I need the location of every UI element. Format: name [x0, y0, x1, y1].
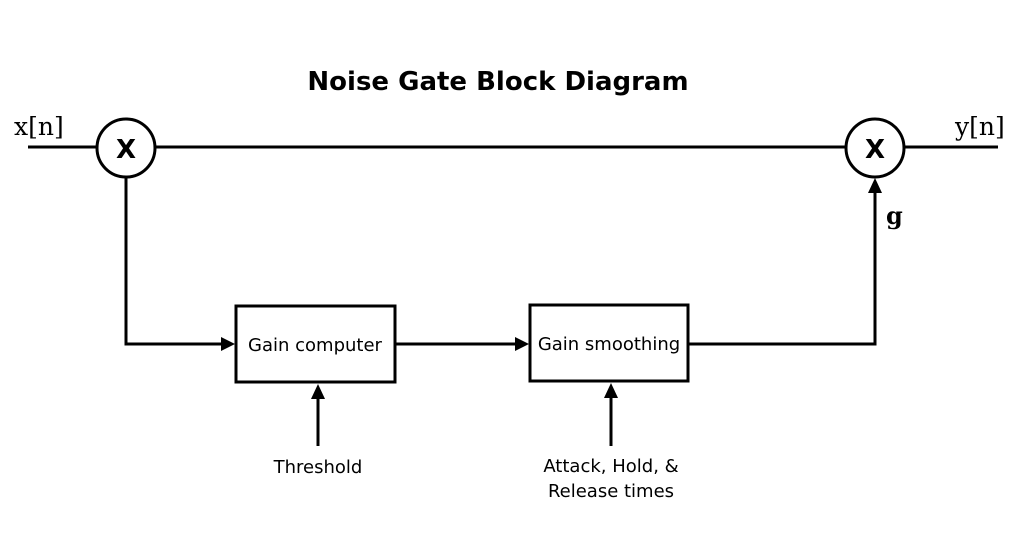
- gain-smoothing-block: Gain smoothing: [528, 303, 690, 383]
- output-multiplier: X: [844, 117, 906, 179]
- times-label-line1: Attack, Hold, &: [543, 456, 678, 477]
- output-signal-label: y[n]: [954, 112, 1005, 141]
- gain-output-wire: [688, 190, 877, 346]
- gain-smoothing-box: [528, 303, 690, 383]
- gain-signal-label: g: [886, 201, 903, 230]
- input-signal-label: x[n]: [14, 112, 64, 141]
- output-multiplier-symbol: X: [865, 135, 885, 165]
- sidechain-wire: [124, 177, 224, 346]
- arrow-threshold: [311, 384, 325, 399]
- times-label-line2: Release times: [548, 481, 674, 502]
- gain-computer-label: Gain computer: [248, 335, 383, 356]
- gain-computer-block: Gain computer: [234, 304, 397, 384]
- arrow-into-gain-computer: [221, 337, 235, 351]
- arrow-times: [604, 383, 618, 398]
- input-multiplier-symbol: X: [116, 135, 136, 165]
- input-multiplier: X: [95, 117, 157, 179]
- threshold-label: Threshold: [273, 457, 363, 478]
- diagram-title: Noise Gate Block Diagram: [307, 67, 688, 97]
- gain-smoothing-label: Gain smoothing: [538, 334, 680, 355]
- arrow-into-gain-smoothing: [515, 337, 529, 351]
- output-multiplier-circle: [844, 117, 906, 179]
- arrow-into-output-multiplier: [868, 178, 882, 193]
